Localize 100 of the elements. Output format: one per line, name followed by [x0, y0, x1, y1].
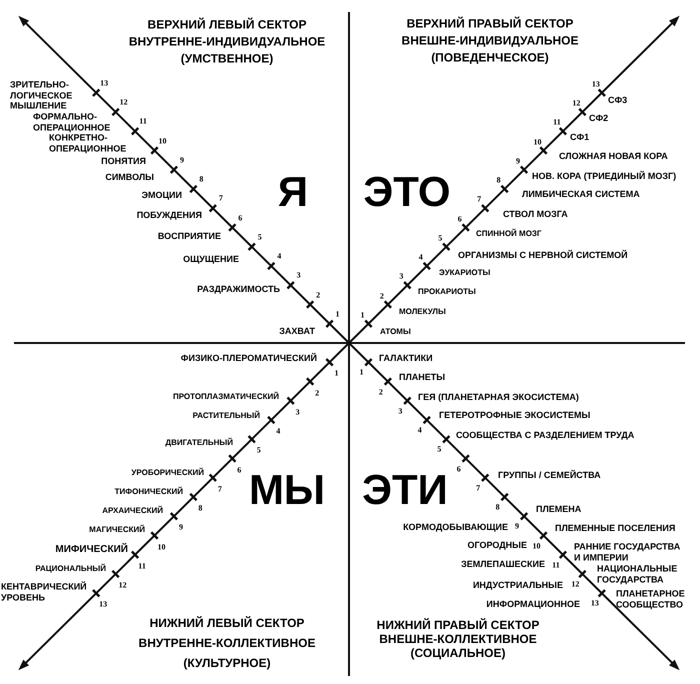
tick-number: 6	[458, 214, 462, 223]
sector-heading: НИЖНИЙ ПРАВЫЙ СЕКТОР ВНЕШНЕ-КОЛЛЕКТИВНОЕ (СОЦИАЛЬНОЕ)	[376, 618, 540, 660]
quadrant-word: Я	[278, 170, 308, 214]
level-label: АТОМЫ	[380, 327, 411, 337]
quadrant-word: ЭТИ	[362, 468, 448, 512]
sector-heading: ВЕРХНИЙ ПРАВЫЙ СЕКТОР ВНЕШНЕ-ИНДИВИДУАЛЬНОЕ (ПОВЕДЕНЧЕСКОЕ)	[400, 16, 580, 66]
tick-number: 10	[534, 137, 542, 146]
tick-number: 12	[572, 98, 580, 108]
level-label: СООБЩЕСТВА С РАЗДЕЛЕНИЕМ ТРУДА	[456, 430, 634, 440]
tick-number: 4	[276, 426, 280, 436]
level-label: ПОНЯТИЯ	[101, 156, 146, 166]
quadrant-word: МЫ	[248, 468, 326, 512]
level-label: ФИЗИКО-ПЛЕРОМАТИЧЕСКИЙ	[180, 352, 317, 364]
tick-number: 10	[532, 541, 540, 550]
tick-number: 1	[360, 310, 364, 320]
level-label: МИФИЧЕСКИЙ	[55, 544, 128, 556]
level-label: КЕНТАВРИЧЕСКИЙ УРОВЕНЬ	[1, 582, 88, 602]
tick-number: 4	[418, 426, 422, 434]
tick-number: 3	[296, 270, 301, 280]
level-label: ЗРИТЕЛЬНО-ЛОГИЧЕСКОЕ МЫШЛЕНИЕ	[10, 79, 74, 111]
tick-number: 3	[296, 407, 300, 416]
level-label: ГАЛАКТИКИ	[379, 352, 433, 364]
level-label: СФ2	[589, 112, 608, 124]
level-label: КОНКРЕТНО-ОПЕРАЦИОННОЕ	[49, 132, 128, 154]
tick-number: 13	[99, 600, 108, 609]
tick-number: 5	[256, 446, 261, 455]
level-label: ЗЕМЛЕПАШЕСКИЕ	[461, 558, 545, 570]
level-label: МАГИЧЕСКИЙ	[89, 525, 145, 535]
level-label: ЛИМБИЧЕСКАЯ СИСТЕМА	[522, 188, 640, 200]
tick-number: 8	[496, 176, 501, 184]
level-label: ГЕЯ (ПЛАНЕТАРНАЯ ЭКОСИСТЕМА)	[418, 392, 579, 402]
tick-number: 9	[178, 522, 183, 532]
level-label: НОВ. КОРА (ТРИЕДИНЫЙ МОЗГ)	[532, 170, 676, 182]
tick-number: 9	[180, 155, 184, 164]
tick-number: 2	[315, 388, 320, 397]
tick-number: 10	[158, 136, 166, 145]
level-label: СИМВОЛЫ	[105, 172, 154, 182]
level-label: ПЛЕМЕННЫЕ ПОСЕЛЕНИЯ	[555, 522, 676, 534]
level-label: РАННИЕ ГОСУДАРСТВА И ИМПЕРИИ	[574, 542, 682, 562]
tick-number: 1	[336, 309, 340, 318]
tick-number: 6	[238, 213, 242, 222]
tick-number: 8	[496, 502, 500, 512]
tick-number: 9	[515, 522, 520, 531]
tick-number: 5	[258, 232, 262, 242]
tick-number: 1	[334, 368, 339, 378]
level-label: ТИФОНИЧЕСКИЙ	[114, 487, 183, 497]
level-label: СЛОЖНАЯ НОВАЯ КОРА	[559, 150, 668, 162]
tick-number: 9	[516, 156, 520, 166]
tick-number: 13	[590, 598, 599, 608]
tick-number: 3	[398, 406, 402, 416]
tick-number: 12	[120, 98, 128, 106]
tick-number: 11	[553, 118, 561, 127]
level-label: МОЛЕКУЛЫ	[399, 307, 446, 317]
tick-number: 13	[592, 79, 600, 88]
tick-number: 3	[399, 272, 404, 281]
level-label: ОРГАНИЗМЫ С НЕРВНОЙ СИСТЕМОЙ	[458, 250, 628, 260]
level-label: ОЩУЩЕНИЕ	[183, 254, 239, 264]
sector-heading: НИЖНИЙ ЛЕВЫЙ СЕКТОР ВНУТРЕННЕ-КОЛЛЕКТИВНОЕ (КУЛЬТУРНОЕ)	[138, 615, 316, 672]
sector-heading: ВЕРХНИЙ ЛЕВЫЙ СЕКТОР ВНУТРЕННЕ-ИНДИВИДУАЛЬНОЕ (УМСТВЕННОЕ)	[128, 16, 326, 68]
level-label: НАЦИОНАЛЬНЫЕ ГОСУДАРСТВА	[597, 564, 678, 584]
tick-number: 7	[218, 194, 223, 203]
level-label: ИНФОРМАЦИОННОЕ	[486, 598, 580, 610]
tick-number: 12	[571, 580, 580, 588]
level-label: УРОБОРИЧЕСКИЙ	[131, 468, 204, 478]
level-label: СТВОЛ МОЗГА	[503, 208, 568, 220]
tick-number: 7	[476, 483, 480, 492]
tick-number: 8	[199, 174, 204, 184]
tick-number: 11	[552, 560, 560, 570]
level-label: ПЛАНЕТАРНОЕ СООБЩЕСТВО	[616, 588, 686, 610]
tick-number: 12	[118, 580, 127, 590]
level-label: ГЕТЕРОТРОФНЫЕ ЭКОСИСТЕМЫ	[439, 410, 590, 420]
level-label: РАСТИТЕЛЬНЫЙ	[192, 411, 260, 421]
tick-number: 8	[198, 504, 202, 512]
level-label: ПЛАНЕТЫ	[399, 372, 446, 382]
level-label: РАЦИОНАЛЬНЫЙ	[35, 564, 106, 574]
level-label: ФОРМАЛЬНО-ОПЕРАЦИОННОЕ	[33, 112, 112, 132]
level-label: ЭУКАРИОТЫ	[439, 268, 490, 278]
tick-number: 4	[277, 252, 282, 260]
quadrant-word: ЭТО	[363, 170, 451, 214]
tick-number: 6	[237, 465, 242, 474]
level-label: ДВИГАТЕЛЬНЫЙ	[165, 438, 233, 448]
level-label: ЭМОЦИИ	[142, 190, 182, 200]
level-label: ПРОТОПЛАЗМАТИЧЕСКИЙ	[172, 392, 279, 402]
level-label: ПЛЕМЕНА	[536, 504, 582, 514]
level-label: ЗАХВАТ	[279, 326, 315, 336]
tick-number: 2	[378, 387, 383, 396]
level-label: ОГОРОДНЫЕ	[468, 540, 527, 550]
tick-number: 1	[359, 368, 364, 377]
tick-number: 10	[158, 542, 166, 551]
level-label: ИНДУСТРИАЛЬНЫЕ	[472, 580, 563, 590]
level-label: ПОБУЖДЕНИЯ	[136, 210, 202, 220]
level-label: СФ3	[608, 94, 628, 106]
level-label: ГРУППЫ / СЕМЕЙСТВА	[498, 470, 601, 480]
tick-number: 6	[456, 464, 461, 473]
level-label: РАЗДРАЖИМОСТЬ	[197, 284, 280, 294]
tick-number: 5	[438, 233, 442, 242]
level-label: ПРОКАРИОТЫ	[418, 287, 476, 297]
tick-number: 2	[380, 291, 384, 300]
level-label: АРХАИЧЕСКИЙ	[102, 506, 163, 516]
level-label: СФ1	[570, 132, 590, 142]
